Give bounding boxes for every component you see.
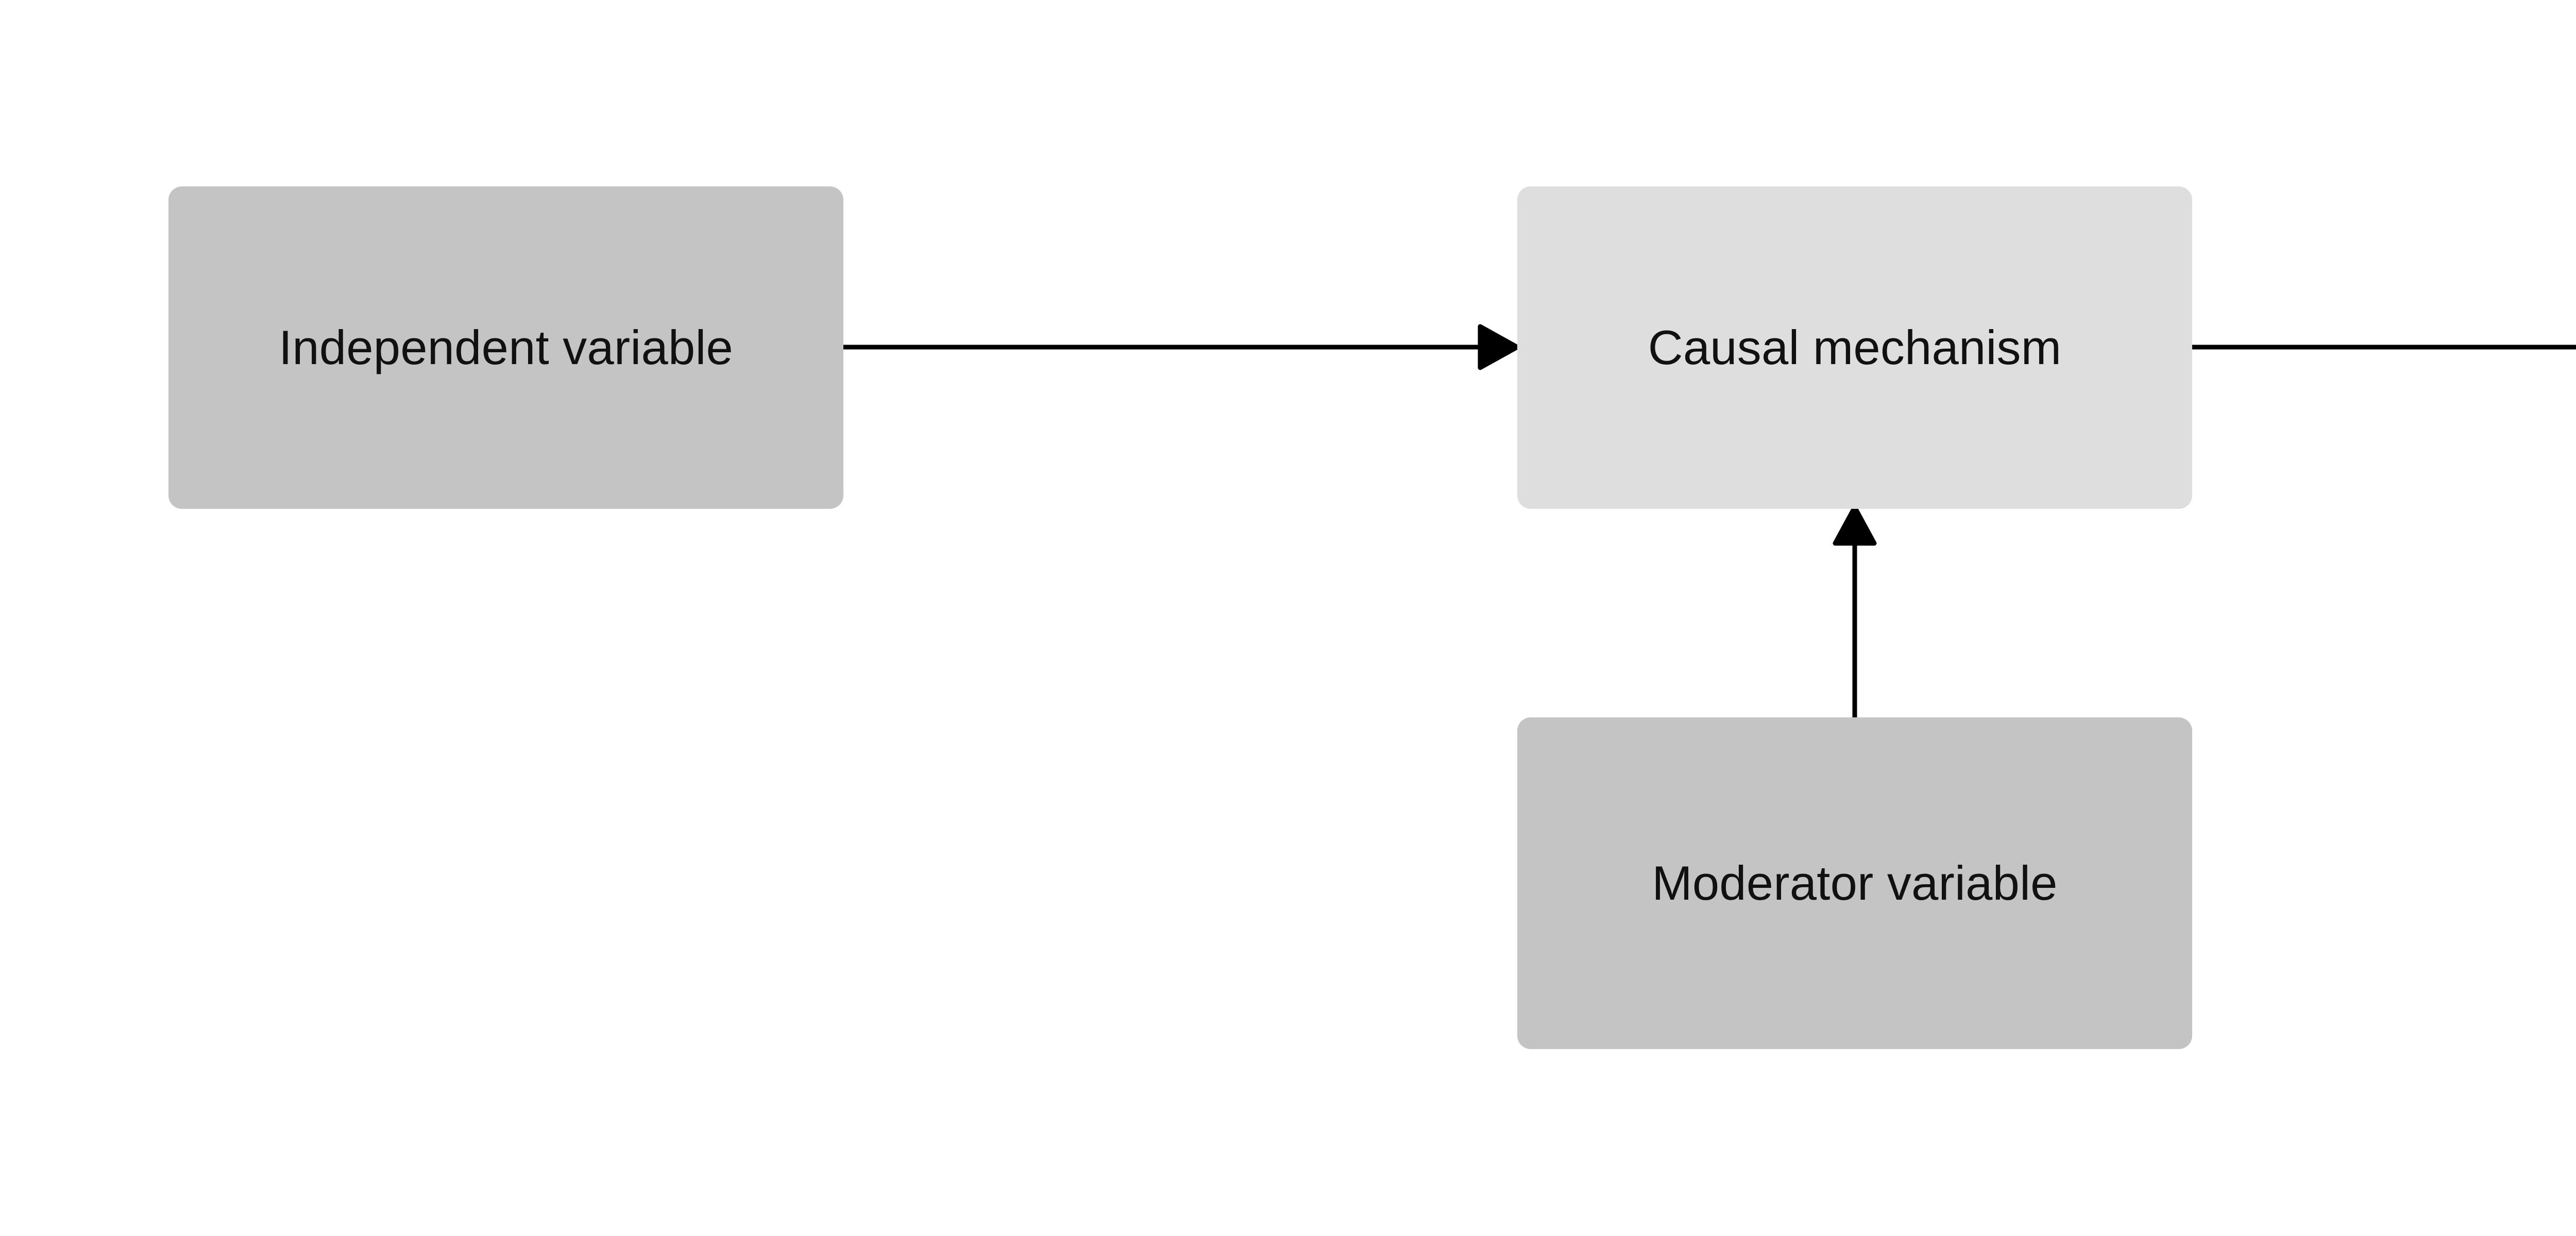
edge-independent-to-causal [838,324,1520,370]
node-moderator-variable[interactable]: Moderator variable [1517,717,2192,1049]
edge-moderator-to-causal [1833,505,1877,720]
edge-causal-to-dependent [2190,345,2576,350]
arrowhead-moderator-to-causal [1833,505,1877,546]
node-causal-mechanism[interactable]: Causal mechanism [1517,186,2192,509]
node-label-moderator-variable: Moderator variable [1652,856,2058,911]
node-independent-variable[interactable]: Independent variable [168,186,843,509]
node-label-causal-mechanism: Causal mechanism [1648,320,2062,375]
arrowhead-independent-to-causal [1478,324,1520,370]
node-label-independent-variable: Independent variable [278,320,734,375]
